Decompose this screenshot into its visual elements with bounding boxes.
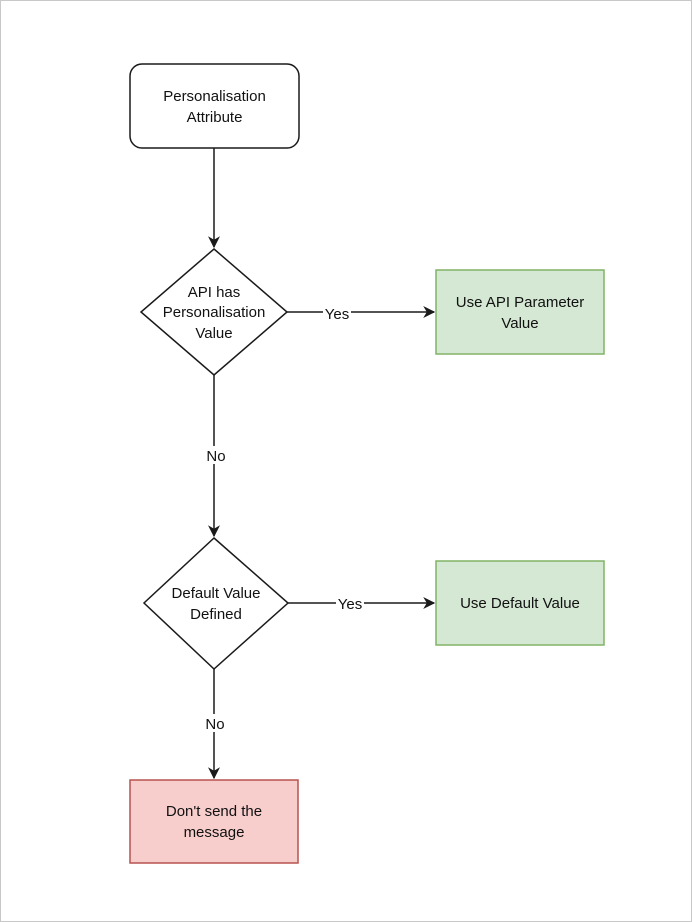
node-dont-send-message[interactable]: Don't send the message: [129, 779, 299, 864]
node-label-line: Attribute: [187, 109, 243, 126]
node-label-line: Don't send the: [166, 803, 262, 820]
edge-label-default-no: No: [205, 716, 224, 733]
node-label-line: Personalisation: [163, 88, 266, 105]
edge-label-bg: [204, 446, 226, 464]
edge-label-api-yes: Yes: [325, 306, 349, 323]
node-label-line: Defined: [190, 606, 242, 623]
decision-api-has-value[interactable]: API has Personalisation Value: [139, 248, 289, 376]
node-label-line: Value: [195, 325, 232, 342]
node-use-api-parameter[interactable]: Use API Parameter Value: [435, 269, 605, 355]
edge-label-bg: [203, 714, 225, 732]
node-personalisation-attribute[interactable]: Personalisation Attribute: [129, 63, 300, 149]
node-use-default-value[interactable]: Use Default Value: [435, 560, 605, 646]
node-label-line: Use API Parameter: [456, 294, 584, 311]
node-label-line: Value: [501, 315, 538, 332]
node-label-line: Default Value: [172, 585, 261, 602]
edge-label-bg: [323, 304, 351, 320]
node-label-line: Use Default Value: [460, 595, 580, 612]
edge-label-default-yes: Yes: [338, 596, 362, 613]
edge-label-api-no: No: [206, 448, 225, 465]
node-label-line: API has: [188, 284, 241, 301]
node-label-line: Personalisation: [163, 304, 266, 321]
decision-default-value-defined[interactable]: Default Value Defined: [142, 536, 290, 671]
edge-label-bg: [336, 595, 364, 611]
node-label-line: message: [184, 824, 245, 841]
